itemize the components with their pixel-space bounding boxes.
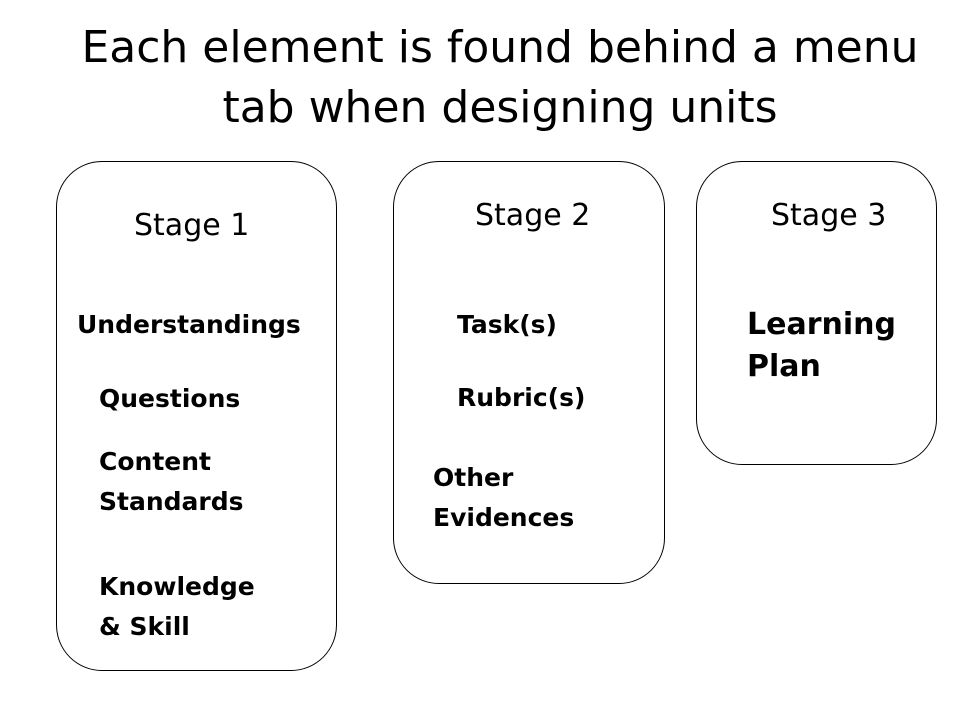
stage-1-item-understandings: Understandings <box>77 305 301 345</box>
item-line: Knowledge <box>99 572 255 601</box>
item-line: Understandings <box>77 310 301 339</box>
stage-2-item-tasks: Task(s) <box>457 305 557 345</box>
slide-title-line-2: tab when designing units <box>222 82 778 133</box>
stage-1-item-content-standards: Content Standards <box>99 442 244 522</box>
slide-title: Each element is found behind a menu tab … <box>40 18 960 138</box>
item-line: & Skill <box>99 612 190 641</box>
stage-1-item-questions: Questions <box>99 379 240 419</box>
stage-2-box <box>393 161 665 584</box>
stage-1-box <box>56 161 337 671</box>
item-line: Content <box>99 447 211 476</box>
stage-2-item-rubrics: Rubric(s) <box>457 378 585 418</box>
item-line: Evidences <box>433 503 575 532</box>
item-line: Other <box>433 463 514 492</box>
item-line: Plan <box>747 349 821 384</box>
item-line: Questions <box>99 384 241 413</box>
stage-3-box <box>696 161 937 465</box>
stage-2-item-other-evidences: Other Evidences <box>433 458 574 538</box>
stage-3-label: Stage 3 <box>771 198 887 233</box>
item-line: Learning <box>747 307 896 342</box>
stage-1-item-knowledge-skill: Knowledge & Skill <box>99 567 255 647</box>
item-line: Task(s) <box>457 310 557 339</box>
item-line: Rubric(s) <box>457 383 586 412</box>
slide-title-line-1: Each element is found behind a menu <box>81 22 919 73</box>
stage-1-label: Stage 1 <box>134 208 250 243</box>
stage-2-label: Stage 2 <box>475 198 591 233</box>
item-line: Standards <box>99 487 244 516</box>
stage-3-item-learning-plan: Learning Plan <box>747 304 896 388</box>
